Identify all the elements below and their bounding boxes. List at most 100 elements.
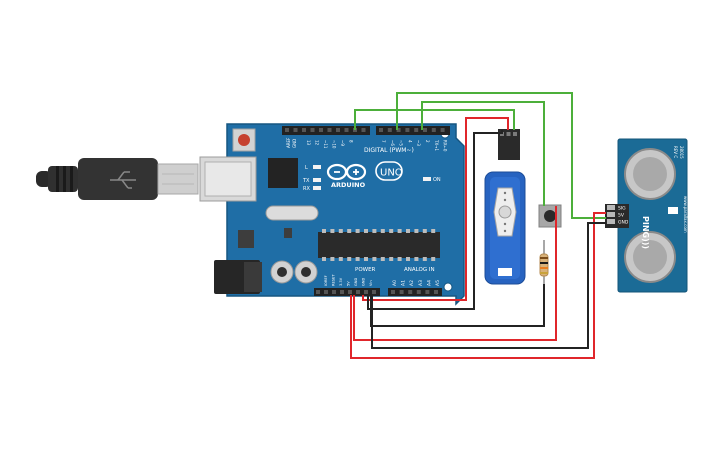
header-pin[interactable] xyxy=(425,290,430,294)
sensor-pin[interactable] xyxy=(607,219,615,224)
usb-cable[interactable] xyxy=(36,158,199,200)
power-header[interactable] xyxy=(314,288,380,296)
header-pin[interactable] xyxy=(391,290,395,294)
power-pin-label: RESET xyxy=(332,274,336,286)
header-pin[interactable] xyxy=(396,128,401,132)
digital-header-right[interactable] xyxy=(376,126,450,135)
digital-pin-label: RX←0 xyxy=(443,140,448,152)
digital-pin-label: 12 xyxy=(315,140,320,146)
reset-button-cap[interactable] xyxy=(238,134,250,146)
chip-pin xyxy=(397,229,402,233)
digital-pin-label: ~10 xyxy=(332,140,337,149)
wire-sensor-5v[interactable] xyxy=(350,212,606,359)
gnd-label: GND xyxy=(292,139,297,148)
voltage-regulator xyxy=(238,230,254,248)
header-pin[interactable] xyxy=(316,290,320,294)
analog-pin-label: A4 xyxy=(426,280,432,286)
servo-connector[interactable] xyxy=(498,129,520,160)
wire-sensor-signal[interactable] xyxy=(396,92,606,219)
header-pin[interactable] xyxy=(332,290,336,294)
sensor-rev: REV C xyxy=(673,146,678,158)
chip-pin xyxy=(414,229,419,233)
chip-pin xyxy=(364,229,368,233)
sensor-pin[interactable] xyxy=(607,212,615,217)
header-pin[interactable] xyxy=(348,290,352,294)
analog-pin-label: A3 xyxy=(418,280,424,286)
crystal-oscillator xyxy=(265,205,319,221)
servo-pin[interactable] xyxy=(513,132,517,136)
header-pin[interactable] xyxy=(414,128,419,132)
header-pin[interactable] xyxy=(440,128,445,132)
header-pin[interactable] xyxy=(285,128,289,132)
header-pin[interactable] xyxy=(434,290,438,294)
chip-pin xyxy=(389,257,394,261)
analog-header[interactable] xyxy=(388,288,442,296)
header-pin[interactable] xyxy=(336,128,340,132)
chip-pin xyxy=(347,257,352,261)
header-pin[interactable] xyxy=(364,290,368,294)
resistor[interactable] xyxy=(539,240,549,284)
header-pin[interactable] xyxy=(340,290,344,294)
chip-pin xyxy=(322,257,326,261)
chip-pin xyxy=(338,257,343,261)
usb-symbol-icon xyxy=(110,171,136,189)
chip-pin xyxy=(414,257,419,261)
on-label: ON xyxy=(433,177,441,183)
header-pin[interactable] xyxy=(356,290,360,294)
header-pin[interactable] xyxy=(319,128,323,132)
chip-pin xyxy=(372,229,377,233)
wire-button-signal[interactable] xyxy=(421,101,545,206)
push-button[interactable] xyxy=(538,204,562,228)
header-pin[interactable] xyxy=(423,128,427,132)
header-pin[interactable] xyxy=(310,128,315,132)
servo-pin[interactable] xyxy=(506,132,511,136)
push-button-cap[interactable] xyxy=(544,210,556,222)
wire-servo-5v[interactable] xyxy=(362,117,509,301)
wire-servo-gnd[interactable] xyxy=(367,130,503,310)
chip-pin xyxy=(355,229,360,233)
on-led xyxy=(423,177,431,181)
wire-sensor-gnd[interactable] xyxy=(371,222,606,349)
wire-servo-signal[interactable] xyxy=(354,109,515,130)
chip-pin xyxy=(330,229,335,233)
digital-pin-label: 13 xyxy=(306,140,311,146)
header-pin[interactable] xyxy=(399,290,404,294)
digital-header-left[interactable] xyxy=(282,126,370,135)
sensor-site: www.parallax.com xyxy=(683,196,688,233)
header-pin[interactable] xyxy=(302,128,306,132)
power-label: POWER xyxy=(355,267,376,273)
wire-button-5v[interactable] xyxy=(353,206,557,341)
header-pin[interactable] xyxy=(327,128,332,132)
chip-pin xyxy=(406,229,410,233)
header-pin[interactable] xyxy=(405,128,410,132)
header-pin[interactable] xyxy=(344,128,349,132)
header-pin[interactable] xyxy=(379,128,383,132)
header-pin[interactable] xyxy=(387,128,392,132)
power-pin-label: GND xyxy=(362,278,366,286)
header-pin[interactable] xyxy=(416,290,421,294)
chip-pin xyxy=(397,257,402,261)
header-pin[interactable] xyxy=(361,128,366,132)
sensor-pin-label: GND xyxy=(618,220,629,226)
chip-pin xyxy=(330,257,335,261)
servo-motor[interactable] xyxy=(484,129,526,285)
chip-pin xyxy=(372,257,377,261)
usb-interface-chip xyxy=(268,158,298,188)
header-pin[interactable] xyxy=(372,290,376,294)
header-pin[interactable] xyxy=(408,290,413,294)
digital-label: DIGITAL (PWM~) xyxy=(364,147,414,154)
chip-pin xyxy=(338,229,343,233)
chip-pin xyxy=(431,257,436,261)
header-pin[interactable] xyxy=(293,128,298,132)
wires xyxy=(350,92,606,359)
header-pin[interactable] xyxy=(324,290,328,294)
sensor-pin[interactable] xyxy=(607,205,615,210)
aref-label: AREF xyxy=(286,137,291,148)
chip-pin xyxy=(322,229,326,233)
atmega-chip xyxy=(318,229,440,261)
header-pin[interactable] xyxy=(431,128,436,132)
